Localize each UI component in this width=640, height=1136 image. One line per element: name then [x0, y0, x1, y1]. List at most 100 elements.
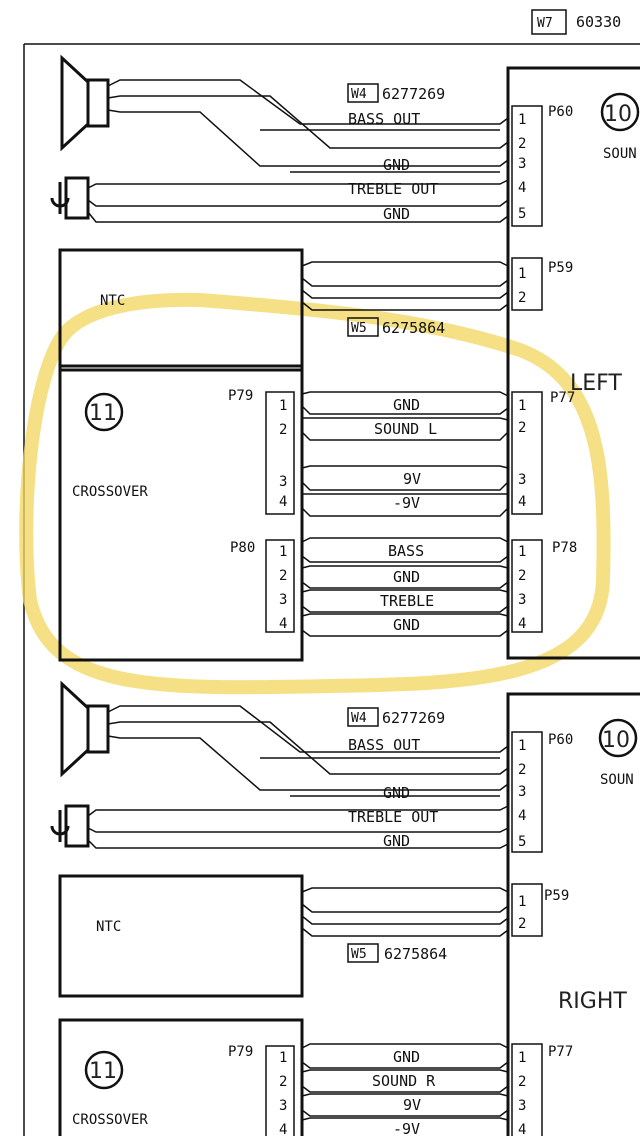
svg-text:1: 1 [279, 398, 287, 414]
wire-number-w4-left: 6277269 [382, 85, 445, 103]
connector-p79-left [265, 391, 295, 515]
sound-module-circle-left [600, 92, 640, 132]
svg-text:1: 1 [279, 1050, 287, 1066]
connector-p79-label-left: P79 [228, 388, 253, 404]
svg-text:2: 2 [518, 1074, 526, 1090]
highlight-circle [19, 292, 611, 695]
svg-text:4: 4 [518, 808, 526, 824]
tweeter-icon [50, 182, 70, 214]
sound-module-number-right: 10 [602, 728, 630, 753]
crossover-number-right: 11 [89, 1059, 117, 1084]
svg-text:2: 2 [279, 568, 287, 584]
svg-text:3: 3 [279, 474, 287, 490]
header-number: 60330 [576, 13, 621, 31]
crossover-label-left: CROSSOVER [72, 484, 148, 500]
crossover-signal-a-1-left: GND [393, 396, 420, 414]
crossover-number-left: 11 [89, 401, 117, 426]
connector-p80-label-left: P80 [230, 540, 255, 556]
woofer-icon [60, 54, 90, 152]
sound-module-circle-right [598, 718, 638, 758]
wire-tag-w4-right: W4 [351, 711, 367, 726]
left-block: 10 SOUN LEFT W4 6277269 BASS OUT GND TRE… [50, 54, 640, 662]
connector-p77-left [511, 391, 543, 515]
signal-treble-out-left: TREBLE OUT [348, 180, 438, 198]
sound-module-number-left: 10 [604, 102, 632, 127]
svg-text:5: 5 [518, 834, 526, 850]
connector-p59-right [511, 883, 543, 937]
crossover-signal-a-2-right: SOUND R [372, 1072, 436, 1090]
svg-text:4: 4 [518, 1122, 526, 1136]
ntc-label-right: NTC [96, 919, 121, 935]
crossover-circle-right [84, 1050, 124, 1090]
side-label-right: RIGHT [558, 989, 627, 1014]
wire-number-w5-left: 6275864 [382, 319, 445, 337]
svg-text:3: 3 [518, 784, 526, 800]
sound-module-label-right: SOUN [600, 772, 634, 788]
woofer-icon-2 [60, 680, 90, 778]
svg-text:1: 1 [518, 112, 526, 128]
tweeter-body-2 [64, 804, 90, 848]
crossover-box-left [58, 364, 304, 662]
svg-text:2: 2 [518, 568, 526, 584]
crossover-signal-b-4-left: GND [393, 616, 420, 634]
svg-text:1: 1 [518, 1050, 526, 1066]
svg-text:1: 1 [518, 544, 526, 560]
ntc-box-right [58, 874, 304, 998]
connector-p78-left [511, 539, 543, 633]
wire-tag-box-w4-left [347, 83, 379, 103]
crossover-label-right: CROSSOVER [72, 1112, 148, 1128]
header-tag: W7 [537, 16, 553, 31]
side-label-left: LEFT [570, 371, 622, 396]
crossover-signal-b-2-left: GND [393, 568, 420, 586]
sound-module-box-right [506, 692, 640, 1136]
wire-number-w5-right: 6275864 [384, 945, 447, 963]
svg-text:2: 2 [518, 916, 526, 932]
svg-text:3: 3 [518, 156, 526, 172]
svg-text:1: 1 [518, 738, 526, 754]
svg-text:1: 1 [518, 894, 526, 910]
svg-text:4: 4 [518, 180, 526, 196]
svg-text:1: 1 [518, 266, 526, 282]
signal-gnd-2-right: GND [383, 832, 410, 850]
signal-gnd-1-left: GND [383, 156, 410, 174]
svg-text:2: 2 [518, 136, 526, 152]
svg-text:1: 1 [279, 544, 287, 560]
connector-p60-label-right: P60 [548, 732, 573, 748]
sound-module-box-left [506, 66, 640, 660]
connector-p80-left [265, 539, 295, 633]
wire-tag-w5-left: W5 [351, 321, 367, 336]
connector-p59-label-left: P59 [548, 260, 573, 276]
wire-tag-w4-left: W4 [351, 87, 367, 102]
right-block: 10 SOUN RIGHT W4 6277269 BASS OUT GND TR… [50, 680, 640, 1136]
svg-text:1: 1 [518, 398, 526, 414]
tweeter-icon-2 [50, 810, 70, 842]
svg-text:3: 3 [279, 592, 287, 608]
svg-text:2: 2 [279, 422, 287, 438]
crossover-signal-a-2-left: SOUND L [374, 420, 437, 438]
svg-text:4: 4 [279, 494, 287, 510]
connector-p60-left [511, 105, 543, 227]
svg-text:4: 4 [279, 616, 287, 632]
crossover-signal-b-3-left: TREBLE [380, 592, 434, 610]
crossover-signal-a-1-right: GND [393, 1048, 420, 1066]
svg-text:2: 2 [518, 290, 526, 306]
wire-number-w4-right: 6277269 [382, 709, 445, 727]
wire-tag-w5-right: W5 [351, 947, 367, 962]
crossover-signal-a-4-left: -9V [393, 494, 420, 512]
wire-tag-box-w4-right [347, 707, 379, 727]
svg-text:2: 2 [279, 1074, 287, 1090]
connector-p60-right [511, 731, 543, 853]
tweeter-body [64, 176, 90, 220]
svg-text:5: 5 [518, 206, 526, 222]
connector-p77-right [511, 1043, 543, 1136]
woofer-magnet [86, 78, 110, 128]
signal-gnd-2-left: GND [383, 205, 410, 223]
connector-p79-right [265, 1045, 295, 1136]
crossover-circle-left [84, 392, 124, 432]
crossover-box-right [58, 1018, 304, 1136]
svg-text:4: 4 [518, 494, 526, 510]
ntc-label-left: NTC [100, 293, 125, 309]
connector-p59-label-right: P59 [544, 888, 569, 904]
signal-bass-out-right: BASS OUT [348, 736, 420, 754]
